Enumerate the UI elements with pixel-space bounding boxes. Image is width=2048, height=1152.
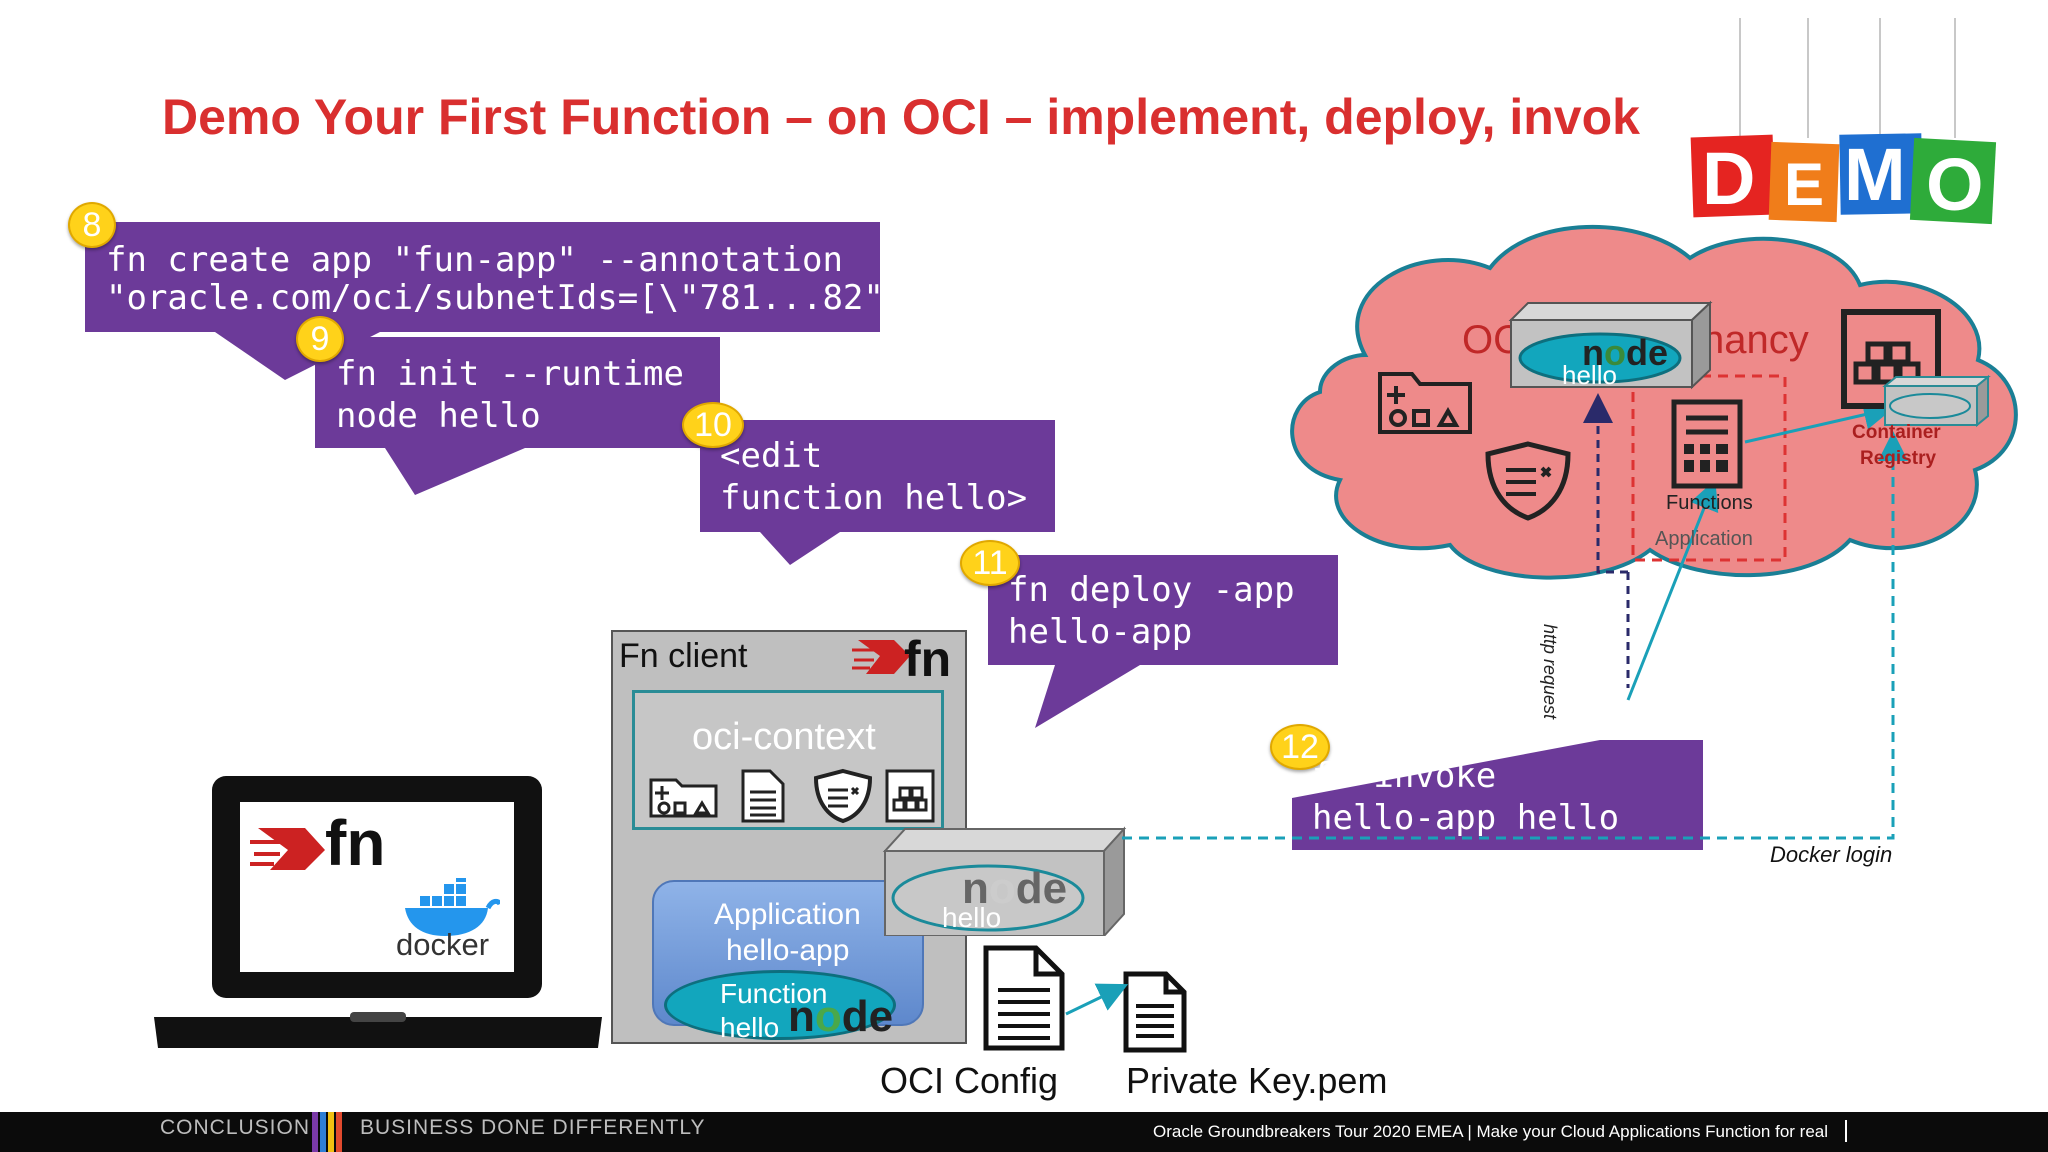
policy-shield-icon: [813, 768, 873, 824]
docker-whale-icon: [405, 878, 500, 936]
slide-title: Demo Your First Function – on OCI – impl…: [162, 89, 1640, 145]
function-ellipse: [664, 970, 896, 1040]
fn-client-title: Fn client: [619, 637, 748, 675]
footer-divider: [1845, 1120, 1847, 1142]
oci-context-label: oci-context: [692, 716, 876, 758]
footer-conclusion: CONCLUSION: [160, 1116, 311, 1139]
laptop-fn-bird-icon: [250, 828, 325, 870]
cloud-application-label: Application: [1655, 528, 1753, 550]
config-to-key-arrow: [1065, 983, 1129, 1016]
cloud-image-node-logo: node: [1582, 332, 1669, 373]
compartment-folder-icon: [649, 778, 718, 818]
functions-to-registry-arrow: [1744, 400, 1894, 444]
callout-12-shape: [1292, 740, 1703, 850]
step-12-line-1: fn invoke: [1312, 756, 1497, 796]
invoke-arrow: [1626, 479, 1719, 701]
private-key-document-icon: [1123, 971, 1187, 1053]
functions-icon: [1671, 399, 1743, 489]
step-8-badge: 8: [68, 202, 116, 248]
oci-tenancy-cloud: [1290, 225, 2018, 580]
local-image-node-logo: node: [962, 864, 1068, 913]
docker-login-line: [1122, 431, 1908, 840]
application-label: Application: [714, 898, 861, 931]
demo-letter-m: M: [1844, 133, 1906, 216]
fn-client-logo-text: fn: [904, 631, 952, 687]
cloud-policy-shield-icon: [1485, 441, 1571, 521]
registry-line-1: Container: [1852, 422, 1941, 443]
tenancy-label-right: nancy: [1702, 318, 1809, 362]
step-8-line-2: "oracle.com/oci/subnetIds=[\"781...82"]": [106, 278, 925, 318]
step-12-badge: 12: [1270, 724, 1330, 770]
step-10-line-1: <edit: [720, 436, 823, 476]
local-image-name: hello: [942, 902, 1002, 933]
cloud-image-box: [1508, 300, 1713, 390]
footer-business: BUSINESS DONE DIFFERENTLY: [360, 1116, 706, 1139]
callout-8-shape: [85, 222, 880, 380]
function-label: Function: [720, 978, 828, 1009]
footer-color-stripes: [312, 1112, 342, 1152]
step-11-line-2: hello-app: [1008, 612, 1193, 652]
local-image-box: [882, 826, 1127, 936]
laptop-illustration: fn docker: [150, 772, 610, 1052]
function-name: hello: [720, 1012, 780, 1043]
demo-letter-e: E: [1784, 151, 1825, 218]
oci-config-label: OCI Config: [880, 1060, 1059, 1101]
oci-config-document-icon: [983, 945, 1065, 1051]
cloud-application-dashed-box: [1631, 374, 1787, 562]
cloud-image-name: hello: [1562, 360, 1617, 390]
function-node-logo: node: [788, 992, 894, 1041]
cloud-compartment-icon: [1378, 372, 1472, 434]
footer-event: Oracle Groundbreakers Tour 2020 EMEA | M…: [1153, 1122, 1829, 1141]
step-9-line-2: node hello: [336, 396, 541, 436]
step-12-line-2: hello-app hello: [1312, 798, 1620, 838]
step-9-badge: 9: [296, 316, 344, 362]
callout-9-shape: [315, 337, 720, 495]
registry-image-box: [1882, 374, 1991, 428]
demo-badge: D E M O: [1690, 18, 2000, 228]
step-8-line-1: fn create app "fun-app" --annotation: [106, 240, 843, 280]
callout-10-shape: [700, 420, 1055, 565]
callout-11-shape: [988, 555, 1338, 728]
fn-client-bird-icon: [852, 640, 910, 674]
docker-login-label: Docker login: [1770, 842, 1893, 867]
registry-blocks-icon: [885, 769, 935, 823]
step-10-badge: 10: [682, 402, 744, 448]
laptop-fn-logo: fn: [325, 807, 386, 879]
registry-line-2: Registry: [1860, 448, 1937, 469]
private-key-label: Private Key.pem: [1126, 1060, 1388, 1101]
docker-label: docker: [396, 927, 490, 962]
step-11-line-1: fn deploy -app: [1008, 570, 1295, 610]
config-document-icon: [741, 769, 785, 823]
application-name: hello-app: [726, 934, 850, 967]
step-9-line-1: fn init --runtime: [336, 354, 684, 394]
functions-label: Functions: [1666, 492, 1753, 514]
http-request-line: [1583, 393, 1628, 574]
http-request-label: http request: [1540, 624, 1560, 720]
step-10-line-2: function hello>: [720, 478, 1028, 518]
demo-letter-o: O: [1926, 143, 1984, 226]
demo-letter-d: D: [1702, 137, 1756, 220]
step-11-badge: 11: [960, 540, 1020, 586]
